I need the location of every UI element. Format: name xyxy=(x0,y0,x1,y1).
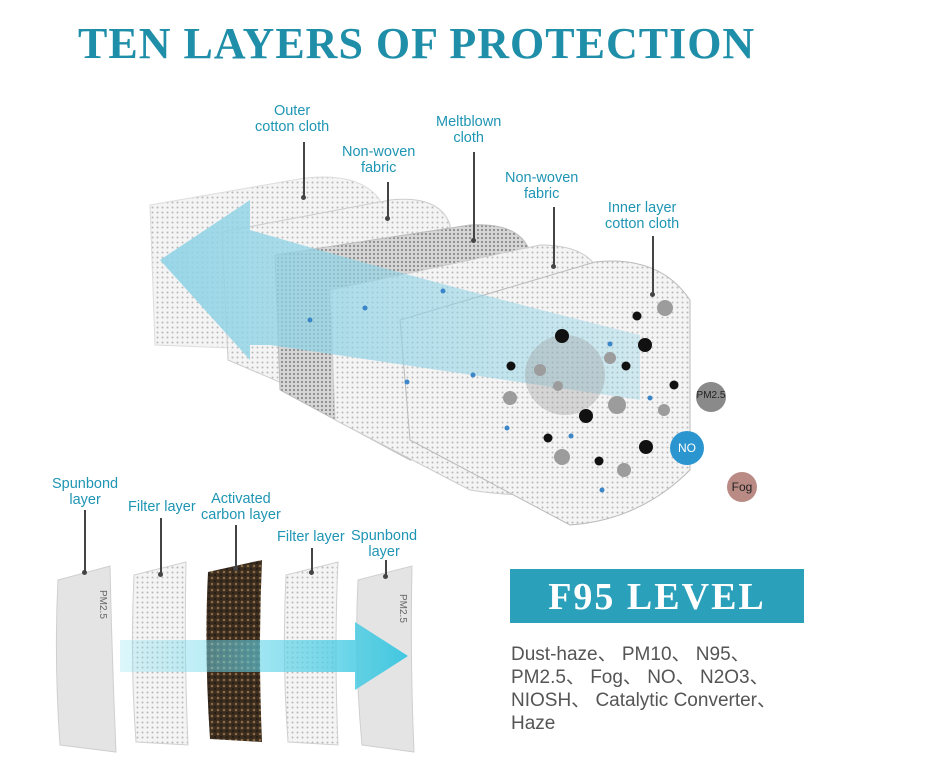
f95-level-badge: F95 LEVEL xyxy=(510,569,804,623)
label-nonwoven-1: Non-woven fabric xyxy=(342,144,416,176)
protection-list: Dust-haze、 PM10、 N95、 PM2.5、 Fog、 NO、 N2… xyxy=(511,643,851,735)
filter-flow-arrow xyxy=(120,622,408,690)
blue-particles xyxy=(307,288,653,493)
label-outer-cotton: Outer cotton cloth xyxy=(255,103,330,135)
particles xyxy=(503,300,673,477)
skull-icons xyxy=(506,311,679,466)
no-particle xyxy=(670,431,704,465)
fog-label: Fog xyxy=(731,480,753,494)
protection-line-3: NIOSH、 Catalytic Converter、 xyxy=(511,690,777,711)
particle-cluster xyxy=(525,335,605,415)
pm25-print-2: PM2.5 xyxy=(397,594,408,623)
pm25-particle xyxy=(696,382,726,412)
label-spunbond-2: Spunbond layer xyxy=(351,528,418,560)
airflow-arrow xyxy=(160,200,640,400)
label-spunbond-1: Spunbond layer xyxy=(52,476,119,508)
protection-line-1: Dust-haze、 PM10、 N95、 xyxy=(511,644,750,665)
no-label: NO xyxy=(678,441,696,455)
label-filter-2: Filter layer xyxy=(277,529,345,545)
fog-particle xyxy=(727,472,757,502)
pm25-print-1: PM2.5 xyxy=(97,590,108,619)
pm25-label: PM2.5 xyxy=(696,390,726,401)
label-carbon: Activated carbon layer xyxy=(201,491,281,523)
protection-line-4: Haze xyxy=(511,713,556,734)
protection-line-2: PM2.5、 Fog、 NO、 N2O3、 xyxy=(511,667,769,688)
page-title: TEN LAYERS OF PROTECTION xyxy=(78,19,756,68)
label-nonwoven-2: Non-woven fabric xyxy=(505,170,579,202)
spunbond-sheet-1 xyxy=(55,565,117,753)
label-inner-cotton: Inner layer cotton cloth xyxy=(605,200,680,232)
label-filter-1: Filter layer xyxy=(128,499,196,515)
label-meltblown: Meltblown cloth xyxy=(436,114,502,146)
